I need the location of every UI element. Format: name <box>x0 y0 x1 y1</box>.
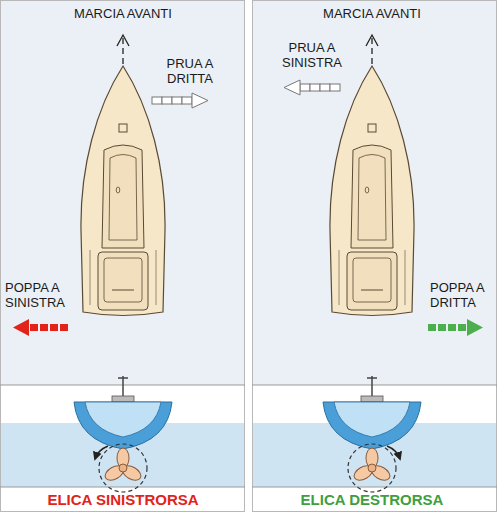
propeller-label: ELICA DESTRORSA <box>301 491 444 508</box>
propeller-label: ELICA SINISTRORSA <box>47 491 198 508</box>
direction-label: MARCIA AVANTI <box>74 6 172 21</box>
direction-label: MARCIA AVANTI <box>323 6 421 21</box>
stern-label: POPPA A DRITTA <box>430 280 494 310</box>
bow-label: PRUA A SINISTRA <box>275 40 349 70</box>
bow-label: PRUA A DRITTA <box>153 56 227 86</box>
stern-label: POPPA A SINISTRA <box>5 280 77 310</box>
